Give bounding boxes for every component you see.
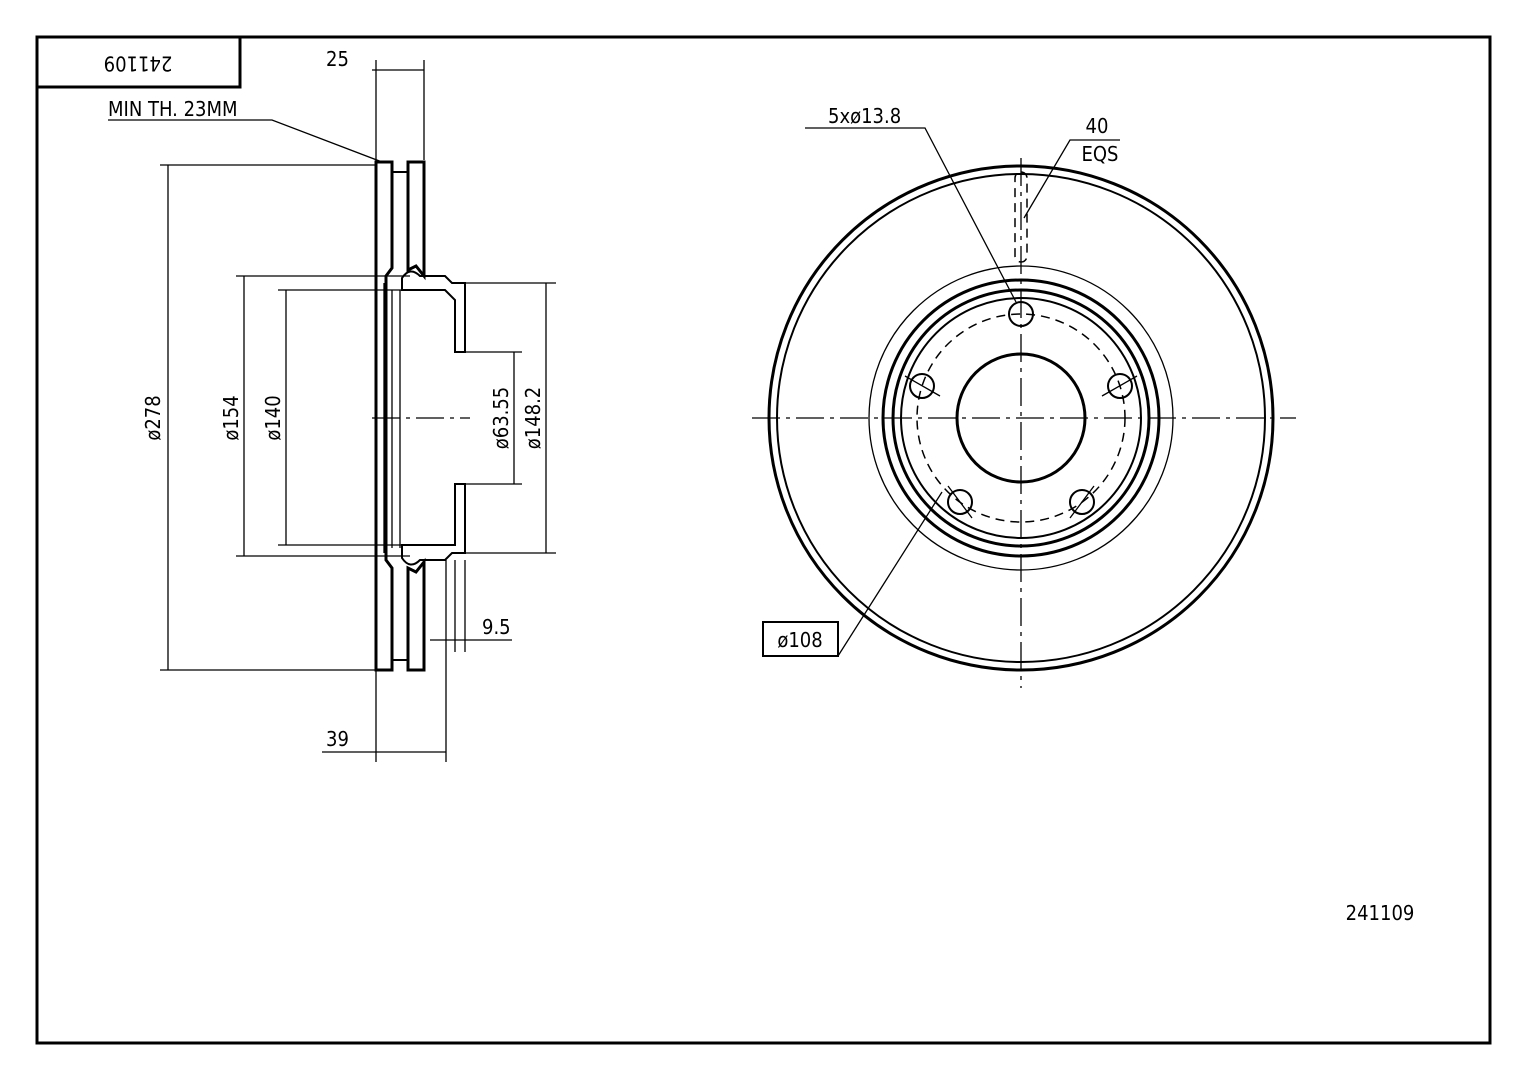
pcd-label: ø108 (777, 628, 822, 652)
bolt-holes-label: 5xø13.8 (828, 104, 901, 128)
width-label: 25 (326, 47, 349, 71)
front-view (752, 127, 1296, 688)
d154-label: ø154 (219, 395, 243, 440)
d148-label: ø148.2 (521, 387, 545, 450)
height-label: 39 (326, 727, 349, 751)
offset-label: 9.5 (482, 615, 511, 639)
eqs-label: EQS (1082, 142, 1119, 166)
part-number-rotated: 241109 (104, 52, 173, 76)
bore-label: ø63.55 (489, 387, 513, 450)
title-box: 241109 (37, 37, 242, 89)
eqs-count-label: 40 (1086, 114, 1109, 138)
side-section-view (108, 60, 556, 762)
d140-label: ø140 (261, 395, 285, 440)
outer-diameter-label: ø278 (141, 395, 165, 440)
drawing-frame (35, 35, 1492, 1045)
min-thickness-label: MIN TH. 23MM (108, 97, 238, 121)
part-number: 241109 (1346, 901, 1415, 925)
